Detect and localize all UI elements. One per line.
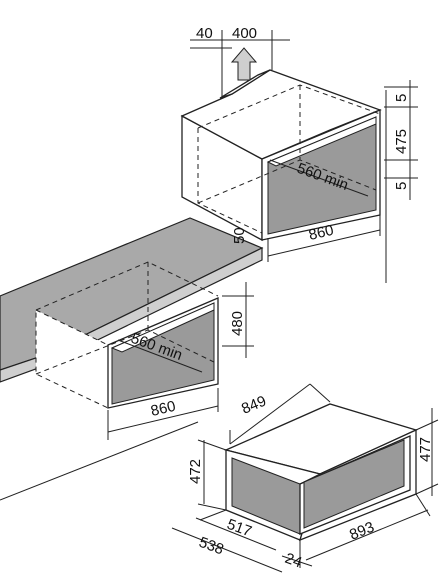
dimension-lower-height: 480 bbox=[222, 282, 254, 358]
dimension-upper-width: 860 bbox=[267, 214, 381, 262]
dim-worktop-thickness: 50 bbox=[231, 227, 248, 244]
floor-line bbox=[0, 421, 199, 501]
dim-lower-height: 480 bbox=[229, 311, 246, 336]
dim-front-width: 893 bbox=[347, 519, 377, 544]
upper-niche-ceiling bbox=[266, 116, 377, 167]
dim-lower-width: 860 bbox=[149, 398, 177, 420]
dim-appliance-height-body: 472 bbox=[187, 459, 204, 484]
upper-vent-slot bbox=[219, 69, 271, 99]
dim-top-vent: 400 bbox=[232, 25, 257, 42]
dim-upper-width: 860 bbox=[307, 222, 335, 244]
dim-top-gap: 40 bbox=[196, 25, 213, 42]
dim-appliance-height-front: 477 bbox=[417, 437, 434, 462]
lower-hidden-line bbox=[35, 329, 219, 375]
dim-appliance-depth-total: 538 bbox=[197, 534, 226, 559]
dimension-upper-right: 5 475 5 bbox=[384, 80, 418, 200]
appliance-front-window bbox=[303, 439, 405, 529]
airflow-arrow-up-icon bbox=[230, 47, 258, 81]
dimension-lower-width: 860 bbox=[107, 388, 219, 440]
dim-upper-gap-top: 5 bbox=[393, 94, 410, 102]
lower-niche-ceiling bbox=[110, 302, 215, 353]
dimension-appliance-height-front: 477 bbox=[415, 408, 439, 496]
lower-cabinet-left bbox=[35, 309, 109, 409]
dimension-top: 40 400 bbox=[190, 25, 290, 97]
upper-cabinet bbox=[180, 69, 387, 283]
dim-upper-gap-bottom: 5 bbox=[393, 182, 410, 190]
dim-front-thickness: 24 bbox=[283, 550, 304, 572]
dim-upper-height: 475 bbox=[393, 129, 410, 154]
dim-appliance-width: 849 bbox=[239, 393, 269, 418]
dimension-appliance-depth: 517 538 24 bbox=[171, 509, 313, 573]
dimension-appliance-height-body: 472 bbox=[187, 439, 227, 511]
appliance bbox=[224, 403, 418, 542]
lower-cabinet bbox=[35, 261, 219, 409]
